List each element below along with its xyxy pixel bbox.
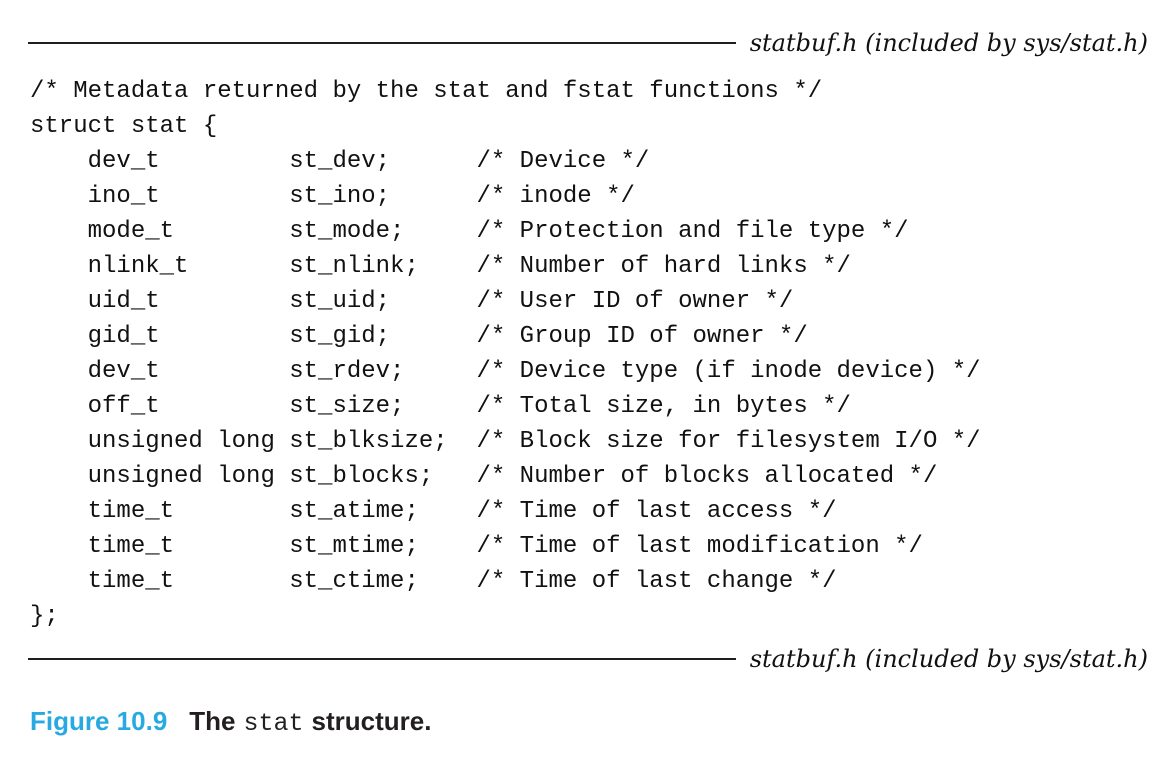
- caption-text-after: structure.: [311, 706, 432, 736]
- listing-footer: statbuf.h (included by sys/stat.h): [28, 642, 1148, 676]
- textbook-figure-page: statbuf.h (included by sys/stat.h) /* Me…: [0, 26, 1170, 775]
- listing-header: statbuf.h (included by sys/stat.h): [28, 26, 1148, 60]
- figure-caption: Figure 10.9 The stat structure.: [30, 706, 1170, 738]
- code-line: nlink_t st_nlink; /* Number of hard link…: [30, 253, 851, 280]
- code-line: mode_t st_mode; /* Protection and file t…: [30, 218, 909, 245]
- caption-text-before: The: [189, 706, 236, 736]
- code-line: /* Metadata returned by the stat and fst…: [30, 78, 823, 105]
- code-line: time_t st_mtime; /* Time of last modific…: [30, 533, 923, 560]
- code-line: dev_t st_rdev; /* Device type (if inode …: [30, 358, 981, 385]
- code-line: off_t st_size; /* Total size, in bytes *…: [30, 393, 851, 420]
- code-line: uid_t st_uid; /* User ID of owner */: [30, 288, 794, 315]
- source-file-label-bottom: statbuf.h (included by sys/stat.h): [749, 645, 1148, 673]
- code-listing: /* Metadata returned by the stat and fst…: [30, 74, 1170, 634]
- horizontal-rule-top: [28, 42, 736, 44]
- code-line: time_t st_ctime; /* Time of last change …: [30, 568, 837, 595]
- code-line: struct stat {: [30, 113, 218, 140]
- caption-inline-code: stat: [243, 709, 304, 738]
- code-line: dev_t st_dev; /* Device */: [30, 148, 650, 175]
- code-line: ino_t st_ino; /* inode */: [30, 183, 635, 210]
- figure-number: Figure 10.9: [30, 706, 168, 736]
- code-line: gid_t st_gid; /* Group ID of owner */: [30, 323, 808, 350]
- source-file-label-top: statbuf.h (included by sys/stat.h): [749, 29, 1148, 57]
- horizontal-rule-bottom: [28, 658, 736, 660]
- code-line: unsigned long st_blksize; /* Block size …: [30, 428, 981, 455]
- code-line: unsigned long st_blocks; /* Number of bl…: [30, 463, 938, 490]
- code-line: time_t st_atime; /* Time of last access …: [30, 498, 837, 525]
- code-line: };: [30, 603, 59, 630]
